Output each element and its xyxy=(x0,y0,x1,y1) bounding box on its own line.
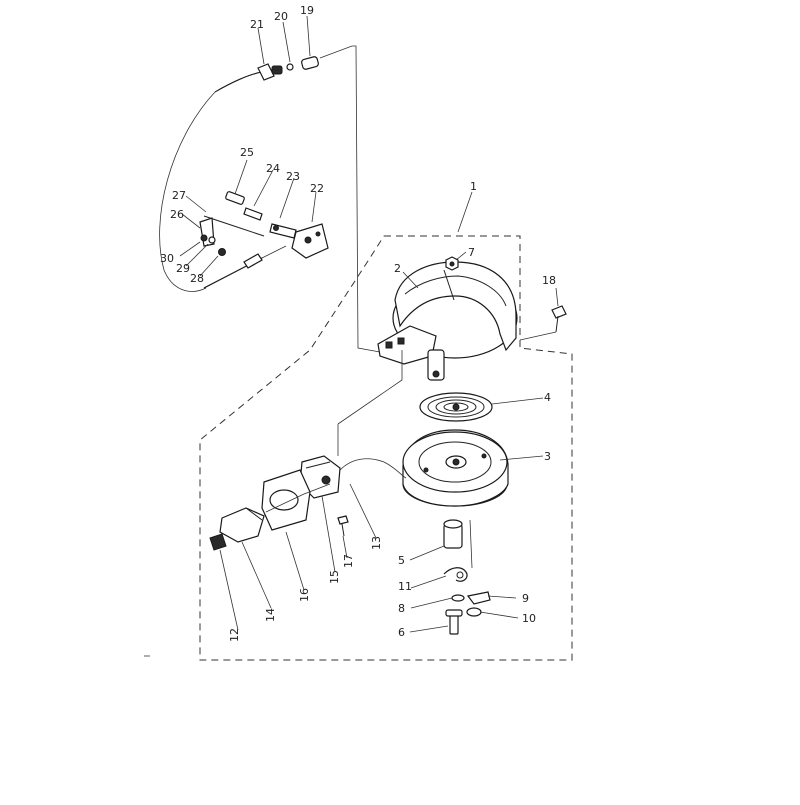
starter-handle xyxy=(219,507,265,543)
callout-19: 19 xyxy=(300,4,314,17)
bolt-18 xyxy=(519,305,567,341)
callout-1: 1 xyxy=(470,180,477,193)
callout-2: 2 xyxy=(394,262,401,275)
callout-labels: 1 2 3 4 5 6 7 8 9 10 11 12 13 14 15 16 1… xyxy=(160,4,556,642)
recoil-spring xyxy=(419,392,493,422)
starter-case xyxy=(377,261,518,381)
callout-13: 13 xyxy=(370,536,383,550)
callout-22: 22 xyxy=(310,182,324,195)
callout-27: 27 xyxy=(172,189,186,202)
choke-cable-assembly xyxy=(159,45,381,353)
callout-18: 18 xyxy=(542,274,556,287)
assembly-boundary xyxy=(199,235,573,661)
handle-cap xyxy=(209,533,227,551)
callout-14: 14 xyxy=(264,608,277,622)
callout-4: 4 xyxy=(544,391,551,404)
handle-grip-holder xyxy=(261,469,311,531)
rope-sheave xyxy=(402,429,509,507)
bushing-5 xyxy=(443,519,463,549)
callout-21: 21 xyxy=(250,18,264,31)
choke-linkage-parts xyxy=(199,191,329,289)
callout-17: 17 xyxy=(342,554,355,568)
callout-8: 8 xyxy=(398,602,405,615)
bolt-17 xyxy=(337,515,349,537)
callout-25: 25 xyxy=(240,146,254,159)
callout-10: 10 xyxy=(522,612,536,625)
callout-30: 30 xyxy=(160,252,174,265)
callout-5: 5 xyxy=(398,554,405,567)
callout-6: 6 xyxy=(398,626,405,639)
callout-7: 7 xyxy=(468,246,475,259)
callout-11: 11 xyxy=(398,580,412,593)
callout-15: 15 xyxy=(328,570,341,584)
callout-28: 28 xyxy=(190,272,204,285)
callout-16: 16 xyxy=(298,588,311,602)
callout-12: 12 xyxy=(228,628,241,642)
callout-29: 29 xyxy=(176,262,190,275)
callout-26: 26 xyxy=(170,208,184,221)
callout-24: 24 xyxy=(266,162,280,175)
callout-23: 23 xyxy=(286,170,300,183)
pawl-assembly xyxy=(443,567,491,635)
nut-7 xyxy=(445,256,459,271)
callout-3: 3 xyxy=(544,450,551,463)
callout-20: 20 xyxy=(274,10,288,23)
leader-lines xyxy=(179,15,559,633)
callout-9: 9 xyxy=(522,592,529,605)
starter-rope xyxy=(339,458,407,479)
